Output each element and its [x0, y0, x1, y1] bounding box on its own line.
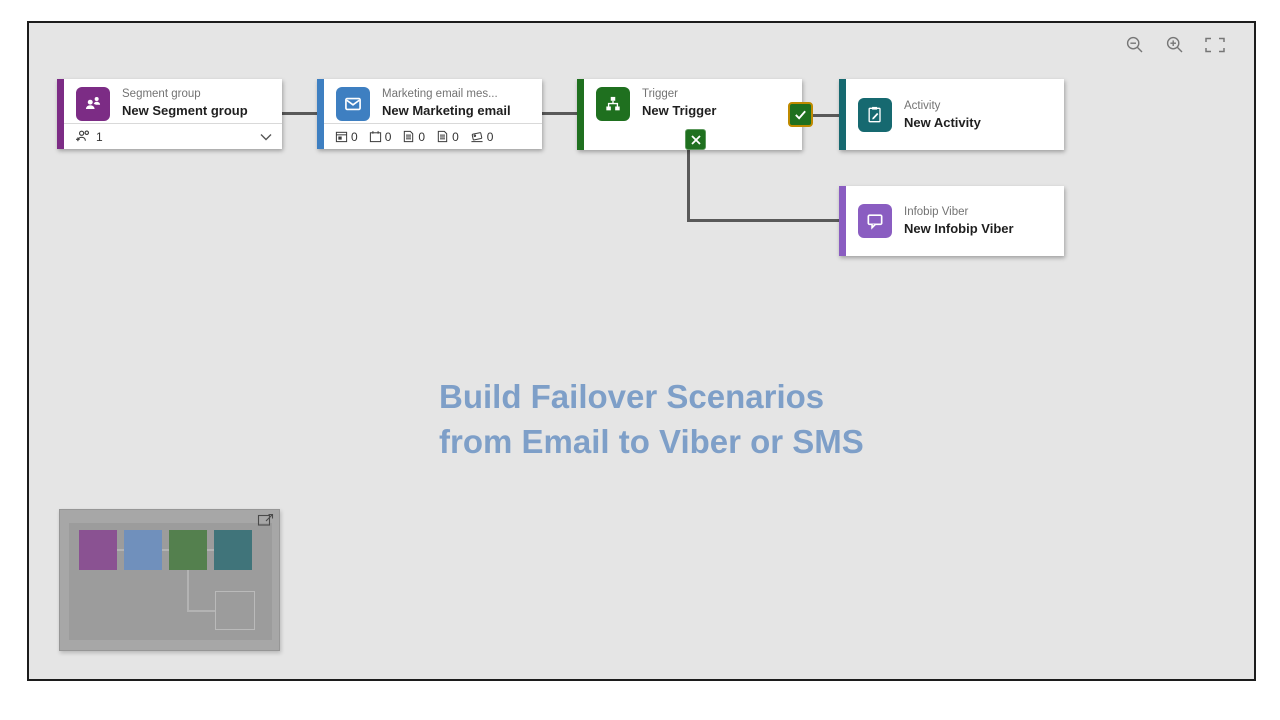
stat-value: 0: [351, 129, 358, 144]
minimap-node-segment: [79, 530, 117, 570]
minimap-link: [162, 549, 169, 551]
node-text: Trigger New Trigger: [642, 87, 716, 119]
x-icon: [690, 134, 702, 146]
node-header: Infobip Viber New Infobip Viber: [846, 186, 1064, 256]
journey-designer-canvas[interactable]: Segment group New Segment group 1: [27, 21, 1256, 681]
stat-clicked: 0: [436, 130, 459, 144]
minimap-link: [207, 549, 214, 551]
minimap-link: [187, 570, 189, 611]
node-header: Trigger New Trigger: [584, 79, 802, 125]
collapse-minimap-button[interactable]: [257, 512, 275, 527]
node-infobip-viber[interactable]: Infobip Viber New Infobip Viber: [839, 186, 1064, 256]
segment-count-row[interactable]: 1: [64, 123, 282, 149]
node-header: Segment group New Segment group: [64, 79, 282, 125]
node-header: Activity New Activity: [846, 79, 1064, 150]
minimap-content: [69, 523, 272, 640]
minimap-node-trigger: [169, 530, 207, 570]
node-subtitle: New Segment group: [122, 103, 248, 118]
document-icon: [402, 130, 415, 143]
add-people-icon: [75, 129, 92, 144]
trigger-true-branch-button[interactable]: [788, 102, 813, 127]
node-subtitle: New Marketing email: [382, 103, 511, 118]
email-stats-row: 0 0 0: [324, 123, 542, 149]
hero-line-2: from Email to Viber or SMS: [439, 423, 864, 460]
segment-count: 1: [96, 129, 103, 144]
zoom-in-icon: [1165, 35, 1185, 58]
connector-email-trigger: [542, 112, 577, 115]
minimap[interactable]: [59, 509, 280, 651]
minimap-link: [187, 610, 215, 612]
chat-bubble-icon: [858, 204, 892, 238]
connector-segment-email: [282, 112, 317, 115]
node-subtitle: New Activity: [904, 114, 981, 130]
canvas-toolbar: [1124, 35, 1226, 57]
node-title: Infobip Viber: [904, 206, 969, 218]
stat-bounced: 0: [470, 129, 494, 144]
connector-trigger-viber-horizontal: [687, 219, 839, 222]
calendar-date-icon: [335, 130, 348, 143]
calendar-icon: [369, 130, 382, 143]
hero-caption: Build Failover Scenarios from Email to V…: [439, 374, 864, 464]
minimap-link: [117, 549, 124, 551]
zoom-in-button[interactable]: [1164, 35, 1186, 57]
tag-icon: [470, 130, 484, 143]
stat-value: 0: [486, 129, 494, 144]
node-text: Segment group New Segment group: [122, 87, 248, 119]
trigger-false-branch-button[interactable]: [685, 129, 706, 150]
connector-trigger-activity: [801, 114, 839, 117]
node-activity[interactable]: Activity New Activity: [839, 79, 1064, 150]
node-title: Marketing email mes...: [382, 88, 498, 100]
sitemap-icon: [596, 87, 630, 121]
node-trigger[interactable]: Trigger New Trigger: [577, 79, 813, 150]
fit-to-screen-icon: [1205, 37, 1225, 56]
hero-line-1: Build Failover Scenarios: [439, 378, 825, 415]
email-envelope-icon: [336, 87, 370, 121]
zoom-out-button[interactable]: [1124, 35, 1146, 57]
stat-value: 0: [418, 129, 426, 144]
clipboard-pencil-icon: [858, 97, 892, 132]
minimap-node-viber-outline: [215, 591, 255, 630]
node-title: Trigger: [642, 88, 678, 100]
check-icon: [793, 107, 808, 122]
node-subtitle: New Infobip Viber: [904, 221, 1014, 236]
fit-to-screen-button[interactable]: [1204, 35, 1226, 57]
minimap-node-activity: [214, 530, 252, 570]
stat-sent: 0: [335, 130, 358, 144]
stat-scheduled: 0: [369, 129, 392, 144]
collapse-minimap-icon: [257, 512, 275, 527]
zoom-out-icon: [1125, 35, 1145, 58]
node-marketing-email[interactable]: Marketing email mes... New Marketing ema…: [317, 79, 542, 149]
document-icon: [436, 130, 449, 143]
minimap-node-email: [124, 530, 162, 570]
segment-people-icon: [76, 87, 110, 121]
node-text: Infobip Viber New Infobip Viber: [904, 205, 1014, 237]
node-subtitle: New Trigger: [642, 103, 717, 118]
connector-trigger-viber-vertical: [687, 150, 690, 222]
node-title: Activity: [904, 99, 941, 112]
node-segment-group[interactable]: Segment group New Segment group 1: [57, 79, 282, 149]
node-header: Marketing email mes... New Marketing ema…: [324, 79, 542, 125]
stat-value: 0: [452, 129, 459, 144]
stat-value: 0: [384, 129, 392, 144]
stat-opened: 0: [402, 130, 425, 144]
node-text: Marketing email mes... New Marketing ema…: [382, 87, 511, 119]
chevron-down-icon[interactable]: [260, 133, 272, 141]
node-text: Activity New Activity: [904, 99, 981, 131]
node-title: Segment group: [122, 88, 201, 100]
